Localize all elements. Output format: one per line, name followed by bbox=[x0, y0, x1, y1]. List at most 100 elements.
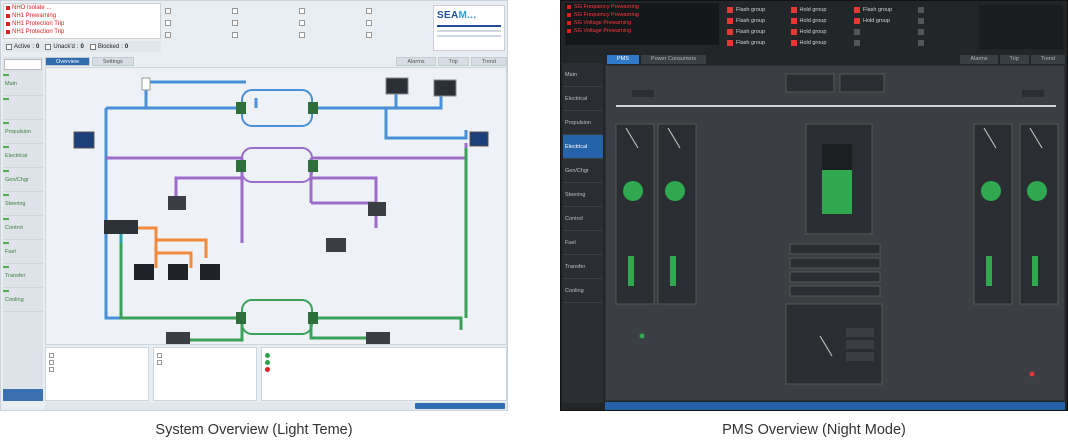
generator-load-bar bbox=[986, 256, 992, 286]
sidebar-item[interactable]: Main bbox=[3, 72, 43, 96]
sidebar-item[interactable]: Gen/Chgr bbox=[563, 159, 603, 183]
tab-power-consumers[interactable]: Power Consumers bbox=[640, 55, 707, 64]
sidebar-item[interactable]: Electrical bbox=[563, 135, 603, 159]
generator-panels bbox=[615, 123, 1059, 305]
group-item[interactable] bbox=[917, 5, 978, 15]
legend-row bbox=[49, 366, 145, 373]
filter-item[interactable] bbox=[165, 29, 228, 40]
alarm-row[interactable]: SG Voltage Prewarning bbox=[565, 19, 719, 27]
sidebar-item[interactable]: Steering bbox=[563, 183, 603, 207]
sidebar-footer[interactable] bbox=[3, 389, 43, 401]
logo-line bbox=[437, 30, 501, 32]
group-item[interactable]: Hold group bbox=[790, 5, 851, 15]
info-boxes bbox=[789, 243, 881, 297]
sidebar-item[interactable]: Main bbox=[563, 63, 603, 87]
sidebar-item[interactable]: Electrical bbox=[3, 144, 43, 168]
alarm-row[interactable]: SG Frequency Prewarning bbox=[565, 3, 719, 11]
group-item[interactable]: Flash group bbox=[727, 5, 787, 15]
network-switch-icon bbox=[236, 312, 246, 324]
generator-icon bbox=[1027, 181, 1047, 201]
filter-item[interactable] bbox=[299, 5, 362, 16]
sidebar-item[interactable]: Cooling bbox=[3, 288, 43, 312]
legend-area bbox=[45, 347, 507, 401]
generator-panel-3 bbox=[973, 123, 1013, 305]
alarm-row[interactable]: SG Voltage Prewarning bbox=[565, 27, 719, 35]
group-item[interactable] bbox=[854, 38, 914, 48]
filter-item[interactable] bbox=[299, 29, 362, 40]
filter-item[interactable] bbox=[232, 17, 295, 28]
status-square-icon bbox=[727, 29, 733, 35]
alarm-row[interactable]: NH1 Protection Trip bbox=[4, 20, 160, 28]
value-box bbox=[846, 352, 874, 361]
group-item[interactable]: Flash group bbox=[727, 38, 787, 48]
group-item[interactable]: Flash group bbox=[727, 27, 787, 37]
tab-trend[interactable]: Trend bbox=[1030, 55, 1065, 64]
network-switch-icon bbox=[308, 312, 318, 324]
sidebar-item[interactable]: Propulsion bbox=[563, 111, 603, 135]
legend-row bbox=[265, 366, 503, 373]
unacked-counter[interactable]: Unack'd:0 bbox=[45, 43, 84, 50]
tab-trip[interactable]: Trip bbox=[437, 57, 469, 66]
filter-item[interactable] bbox=[366, 5, 429, 16]
group-item[interactable] bbox=[917, 38, 978, 48]
alarm-list[interactable]: SG Frequency Prewarning SG Frequency Pre… bbox=[565, 3, 719, 45]
sidebar-item[interactable]: Propulsion bbox=[3, 120, 43, 144]
sidebar-item[interactable] bbox=[3, 96, 43, 120]
sidebar-item[interactable]: Steering bbox=[3, 192, 43, 216]
tab-overview[interactable]: Overview bbox=[45, 57, 90, 66]
filter-item[interactable] bbox=[366, 17, 429, 28]
active-counter[interactable]: Active:0 bbox=[6, 43, 39, 50]
switches bbox=[236, 102, 318, 324]
filter-item[interactable] bbox=[366, 29, 429, 40]
sidebar-item[interactable]: Gen/Chgr bbox=[3, 168, 43, 192]
sidebar-item[interactable]: Fuel bbox=[3, 240, 43, 264]
alarm-row[interactable]: NH1 Protection Trip bbox=[4, 28, 160, 36]
load-panel-frame bbox=[805, 123, 873, 235]
alarm-filter-grid bbox=[165, 5, 429, 53]
group-item[interactable]: Hold group bbox=[790, 27, 851, 37]
group-item[interactable] bbox=[854, 27, 914, 37]
sidebar-item[interactable]: Cooling bbox=[563, 279, 603, 303]
network-cables bbox=[104, 80, 468, 342]
generator-panel-4 bbox=[1019, 123, 1059, 305]
group-item[interactable]: Hold group bbox=[790, 16, 851, 26]
group-item[interactable] bbox=[917, 16, 978, 26]
alarm-row[interactable]: SG Frequency Prewarning bbox=[565, 11, 719, 19]
network-switch-icon bbox=[236, 102, 246, 114]
sidebar-item[interactable]: Fuel bbox=[563, 231, 603, 255]
tab-settings[interactable]: Settings bbox=[91, 57, 134, 66]
filter-item[interactable] bbox=[299, 17, 362, 28]
tab-alarms[interactable]: Alarms bbox=[396, 57, 436, 66]
status-ok-icon bbox=[639, 333, 645, 339]
sidebar-item[interactable]: Transfer bbox=[3, 264, 43, 288]
filter-item[interactable] bbox=[165, 17, 228, 28]
filter-item[interactable] bbox=[232, 5, 295, 16]
tab-alarms[interactable]: Alarms bbox=[960, 55, 998, 64]
status-square-icon bbox=[854, 7, 860, 13]
blocked-counter[interactable]: Blocked:0 bbox=[89, 43, 128, 50]
group-item[interactable] bbox=[917, 27, 978, 37]
alarm-row[interactable]: NHO Isolate ... bbox=[4, 4, 160, 12]
group-item[interactable]: Flash group bbox=[727, 16, 787, 26]
tab-pms[interactable]: PMS bbox=[607, 55, 639, 64]
generator-panel-2 bbox=[657, 123, 697, 305]
checkbox-icon bbox=[165, 31, 171, 38]
filter-item[interactable] bbox=[232, 29, 295, 40]
group-item[interactable]: Flash group bbox=[854, 5, 914, 15]
station-select[interactable] bbox=[4, 59, 42, 70]
lightbulb-icon bbox=[141, 77, 151, 91]
group-item[interactable]: Hold group bbox=[854, 16, 914, 26]
sidebar-item[interactable]: Control bbox=[3, 216, 43, 240]
sidebar-item[interactable]: Transfer bbox=[563, 255, 603, 279]
switch-rings bbox=[241, 89, 313, 335]
filter-item[interactable] bbox=[165, 5, 228, 16]
group-item[interactable]: Hold group bbox=[790, 38, 851, 48]
sidebar-item[interactable]: Electrical bbox=[563, 87, 603, 111]
alarm-row[interactable]: NH1 Prewarning bbox=[4, 12, 160, 20]
checkbox-icon bbox=[6, 43, 12, 50]
tab-trip[interactable]: Trip bbox=[999, 55, 1029, 64]
alarm-list[interactable]: NHO Isolate ... NH1 Prewarning NH1 Prote… bbox=[3, 3, 161, 39]
orange-cable bbox=[121, 226, 208, 268]
sidebar-item[interactable]: Control bbox=[563, 207, 603, 231]
tab-trend[interactable]: Trend bbox=[470, 57, 507, 66]
